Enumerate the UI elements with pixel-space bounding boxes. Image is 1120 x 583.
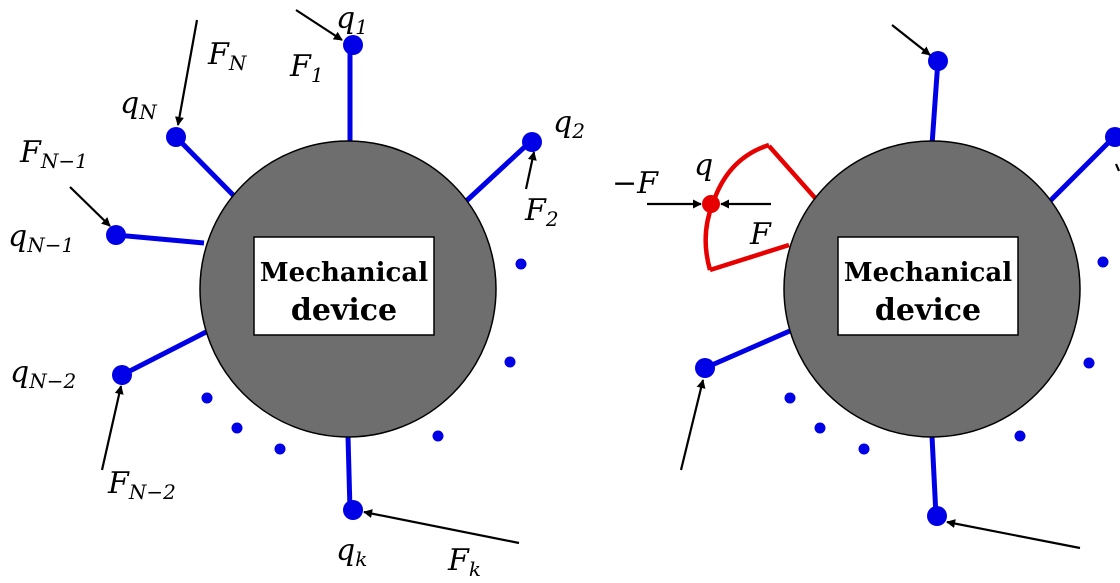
ellipsis-dot — [274, 443, 286, 455]
right-diagram: Mechanical device −F — [612, 24, 1120, 550]
right-link-ends — [695, 51, 1120, 526]
right-force-arrows — [647, 24, 1120, 550]
link-N — [174, 135, 238, 200]
arrow-icon — [363, 509, 520, 545]
blue-dot-icon — [928, 51, 948, 71]
left-ellipsis-dots — [201, 258, 527, 455]
label-qN-1: qN−1 — [8, 219, 74, 257]
arrow-icon — [946, 519, 1081, 550]
label-qk: qk — [336, 533, 367, 571]
label-F1: F1 — [289, 49, 324, 87]
label-q1: q1 — [336, 1, 368, 39]
right-ellipsis-dots — [784, 256, 1109, 455]
ellipsis-dot — [784, 392, 796, 404]
blue-dot-icon — [695, 358, 715, 378]
constraint-lower-bar — [709, 242, 790, 273]
link-N-2 — [120, 327, 212, 378]
ellipsis-dot — [432, 430, 444, 442]
link-k — [345, 435, 353, 511]
arrow-icon — [524, 151, 537, 190]
arrow-icon — [679, 379, 706, 471]
blue-dot-icon — [112, 365, 132, 385]
device-label-box — [837, 236, 1019, 336]
left-links — [115, 46, 532, 511]
arrow-icon — [295, 9, 343, 41]
ellipsis-dot — [1097, 256, 1109, 268]
ellipsis-dot — [504, 356, 516, 368]
label-FN-2: FN−2 — [107, 466, 176, 504]
ellipsis-dot — [515, 258, 527, 270]
link-N-1 — [115, 232, 205, 246]
blue-dot-icon — [166, 127, 186, 147]
constraint-upper-bar — [767, 144, 818, 201]
ellipsis-dot — [231, 422, 243, 434]
label-F2: F2 — [524, 193, 559, 231]
label-FN-1: FN−1 — [19, 135, 88, 173]
arrow-icon — [100, 385, 124, 471]
link-2 — [460, 140, 532, 207]
arrow-icon — [1114, 163, 1120, 172]
blue-dot-icon — [1105, 127, 1120, 147]
link — [929, 59, 941, 146]
label-FN: FN — [207, 37, 248, 75]
arrow-icon — [891, 24, 931, 56]
link — [1044, 134, 1117, 207]
label-qN-2: qN−2 — [10, 355, 76, 393]
ellipsis-dot — [201, 392, 213, 404]
device-label-line1: Mechanical — [844, 258, 1012, 288]
right-links — [703, 59, 1117, 517]
blue-dot-icon — [106, 225, 126, 245]
blue-dot-icon — [343, 35, 363, 55]
ellipsis-dot — [1083, 357, 1095, 369]
arrow-icon — [69, 186, 111, 227]
arrow-icon — [175, 19, 199, 126]
device-label-line2: device — [291, 293, 397, 328]
label-minus-F: −F — [612, 166, 659, 201]
left-diagram: Mechanical device — [8, 1, 585, 581]
ellipsis-dot — [814, 422, 826, 434]
device-label-box — [253, 236, 435, 336]
label-F: F — [749, 217, 772, 252]
link — [703, 327, 794, 371]
label-qN: qN — [120, 86, 158, 124]
link — [929, 435, 939, 517]
label-q: q — [694, 148, 713, 183]
blue-dot-icon — [522, 132, 542, 152]
label-q2: q2 — [553, 105, 585, 143]
left-force-arrows — [69, 9, 537, 545]
ellipsis-dot — [858, 443, 870, 455]
left-link-ends — [106, 35, 542, 520]
blue-dot-icon — [343, 500, 363, 520]
blue-dot-icon — [927, 506, 947, 526]
ellipsis-dot — [1014, 430, 1026, 442]
device-label-line1: Mechanical — [260, 258, 428, 288]
label-Fk: Fk — [447, 543, 481, 581]
device-label-line2: device — [875, 293, 981, 328]
red-dot-icon — [702, 195, 720, 213]
